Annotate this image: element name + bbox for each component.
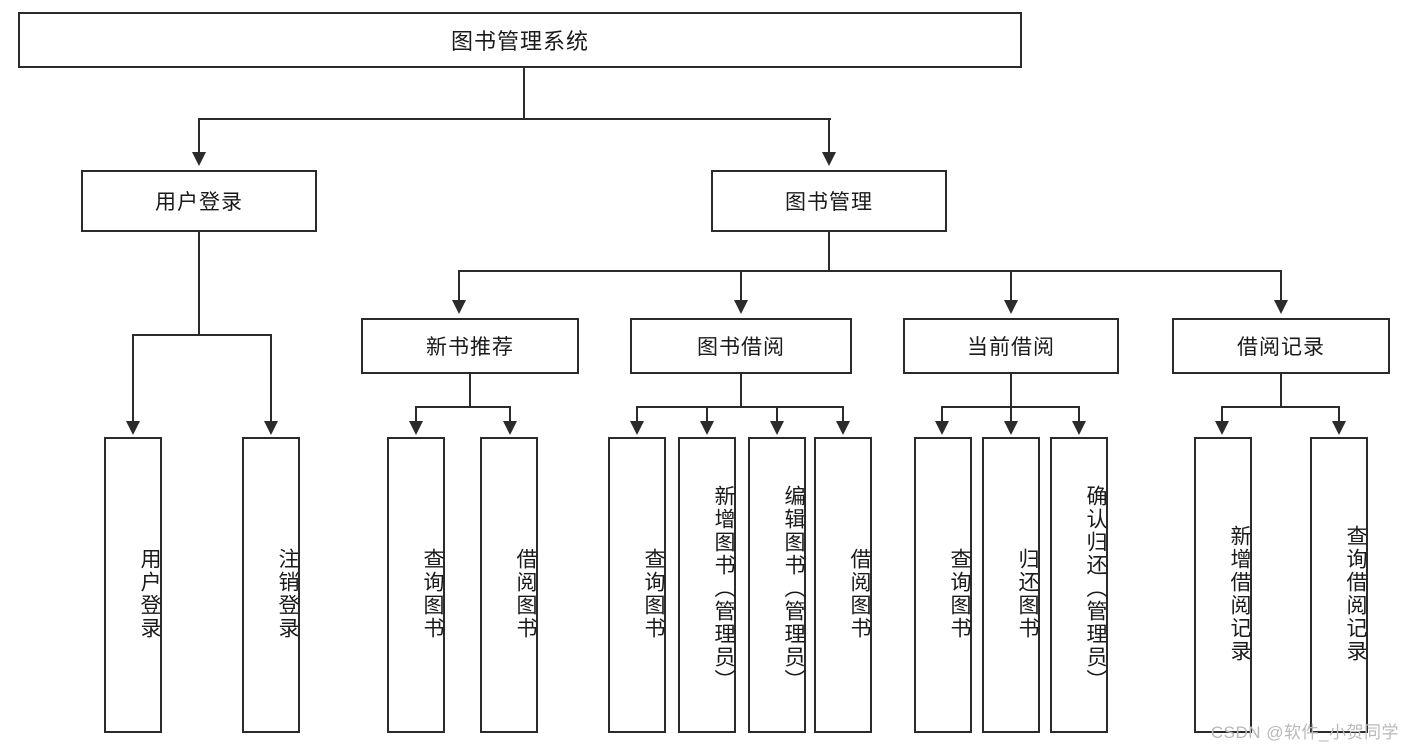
arrow-to-book-management-icon [822,152,836,166]
node-user-login[interactable]: 用户登录 [81,170,317,232]
node-label: 新书推荐 [426,336,514,359]
arrow-bb-leaf-3-icon [770,421,784,435]
node-label: 新增借阅记录 [1228,525,1251,663]
node-label: 图书管理系统 [450,29,589,54]
edge-user-login-stem [198,232,200,334]
node-label: 当前借阅 [967,336,1055,359]
edge-book-management-stem [828,232,830,270]
edge-to-current-borrow [1010,270,1012,302]
leaf-return-book[interactable]: 归还图书 [982,437,1040,733]
leaf-query-book-nbr[interactable]: 查询图书 [387,437,445,733]
edge-bb-leaf-2 [706,406,708,423]
leaf-query-book-bb[interactable]: 查询图书 [608,437,666,733]
arrow-to-current-borrow-icon [1004,300,1018,314]
edge-root-stem [523,68,525,118]
edge-level2-bar [199,118,831,120]
edge-cb-leaf-3 [1078,406,1080,423]
node-new-book-recommend[interactable]: 新书推荐 [361,318,579,374]
edge-user-login-bar [133,334,271,336]
edge-bb-leaf-1 [636,406,638,423]
edge-nbr-leaf-1 [415,406,417,423]
leaf-query-book-cb[interactable]: 查询图书 [914,437,972,733]
arrow-bb-leaf-1-icon [630,421,644,435]
node-label: 借阅图书 [848,548,871,640]
arrow-br-leaf-1-icon [1215,421,1229,435]
node-label: 查询图书 [642,548,665,640]
arrow-user-login-leaf-1-icon [126,421,140,435]
edge-cb-leaf-1 [941,406,943,423]
node-label: 编辑图书（管理员） [782,484,805,692]
edge-current-borrow-stem [1010,374,1012,406]
watermark: CSDN @软件_小贺同学 [1210,723,1399,742]
arrow-bb-leaf-4-icon [836,421,850,435]
node-label: 注销登录 [276,548,299,640]
edge-new-book-recommend-stem [469,374,471,406]
node-label: 查询图书 [421,548,444,640]
edge-user-login-leaf-1 [132,334,134,423]
node-label: 用户登录 [155,191,243,214]
arrow-bb-leaf-2-icon [700,421,714,435]
leaf-add-book-admin[interactable]: 新增图书（管理员） [678,437,736,733]
node-label: 借阅图书 [514,548,537,640]
node-label: 查询借阅记录 [1344,525,1367,663]
edge-borrow-record-bar [1222,406,1339,408]
leaf-add-borrow-record[interactable]: 新增借阅记录 [1194,437,1252,733]
node-label: 用户登录 [138,548,161,640]
node-label: 归还图书 [1016,548,1039,640]
edge-br-leaf-1 [1221,406,1223,423]
node-root-book-management-system[interactable]: 图书管理系统 [18,12,1022,68]
edge-cb-leaf-2 [1010,406,1012,423]
edge-to-user-login [198,118,200,154]
node-label: 图书借阅 [697,336,785,359]
edge-to-book-borrow [740,270,742,302]
node-current-borrow[interactable]: 当前借阅 [903,318,1119,374]
arrow-br-leaf-2-icon [1332,421,1346,435]
leaf-user-login[interactable]: 用户登录 [104,437,162,733]
edge-nbr-leaf-2 [509,406,511,423]
arrow-nbr-leaf-2-icon [503,421,517,435]
edge-level3-bar [458,270,1282,272]
edge-book-borrow-stem [740,374,742,406]
node-borrow-record[interactable]: 借阅记录 [1172,318,1390,374]
arrow-nbr-leaf-1-icon [409,421,423,435]
leaf-query-borrow-record[interactable]: 查询借阅记录 [1310,437,1368,733]
edge-user-login-leaf-2 [270,334,272,423]
leaf-confirm-return-admin[interactable]: 确认归还（管理员） [1050,437,1108,733]
node-label: 新增图书（管理员） [712,484,735,692]
edge-bb-leaf-3 [776,406,778,423]
leaf-edit-book-admin[interactable]: 编辑图书（管理员） [748,437,806,733]
arrow-cb-leaf-1-icon [935,421,949,435]
edge-book-borrow-bar [637,406,844,408]
leaf-logout-login[interactable]: 注销登录 [242,437,300,733]
arrow-user-login-leaf-2-icon [264,421,278,435]
node-book-borrow[interactable]: 图书借阅 [630,318,852,374]
arrow-to-user-login-icon [192,152,206,166]
edge-to-borrow-record [1280,270,1282,302]
edge-bb-leaf-4 [842,406,844,423]
leaf-borrow-book-nbr[interactable]: 借阅图书 [480,437,538,733]
node-label: 确认归还（管理员） [1084,484,1107,692]
node-label: 图书管理 [785,191,873,214]
arrow-to-new-book-recommend-icon [452,300,466,314]
edge-new-book-recommend-bar [416,406,511,408]
node-book-management[interactable]: 图书管理 [711,170,947,232]
edge-borrow-record-stem [1280,374,1282,406]
arrow-cb-leaf-2-icon [1004,421,1018,435]
node-label: 借阅记录 [1237,336,1325,359]
leaf-borrow-book-bb[interactable]: 借阅图书 [814,437,872,733]
arrow-cb-leaf-3-icon [1072,421,1086,435]
arrow-to-book-borrow-icon [734,300,748,314]
edge-br-leaf-2 [1338,406,1340,423]
edge-to-new-book-recommend [458,270,460,302]
node-label: 查询图书 [948,548,971,640]
arrow-to-borrow-record-icon [1274,300,1288,314]
edge-to-book-management [828,118,830,154]
